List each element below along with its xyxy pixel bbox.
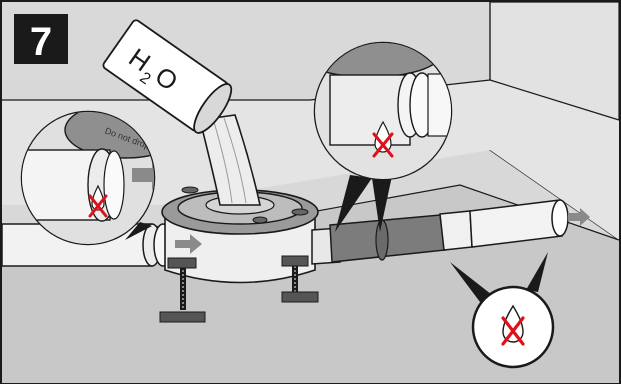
step-number: 7 [30,20,52,64]
callout-pipe-run [473,287,553,367]
step-badge: 7 [14,14,68,64]
